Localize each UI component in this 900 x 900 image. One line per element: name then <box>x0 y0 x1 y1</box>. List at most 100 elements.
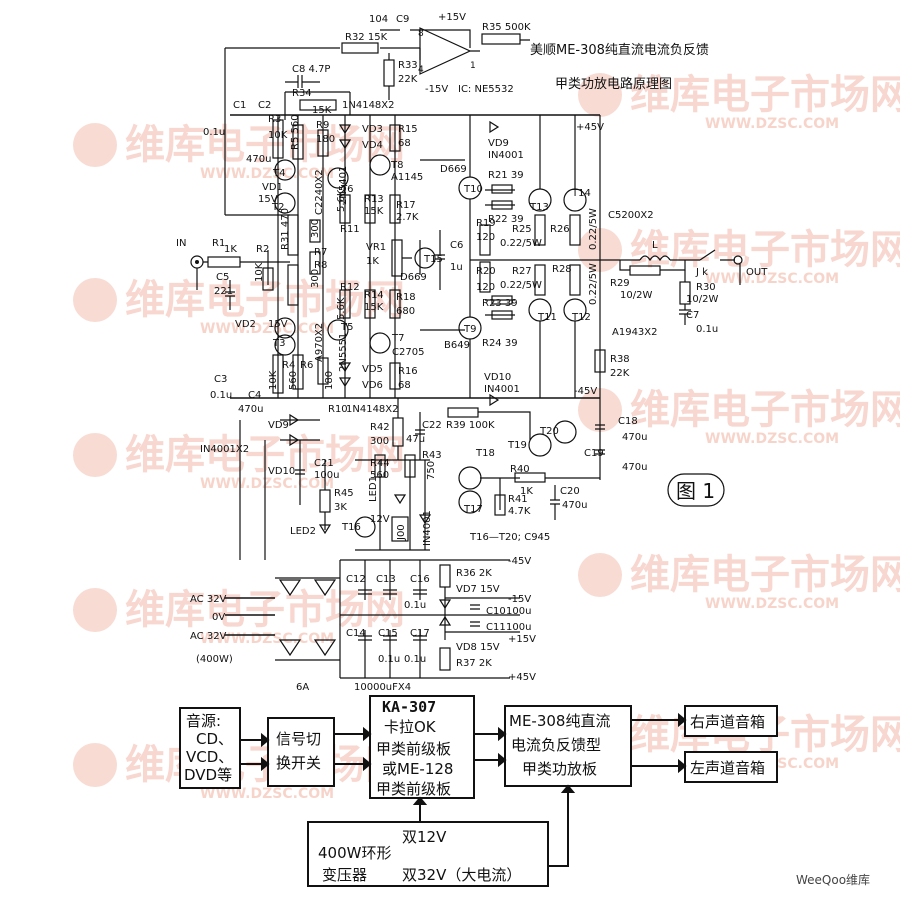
label-led1: LED1 <box>368 476 379 502</box>
label-vd9-psu: VD9 <box>268 420 289 431</box>
watermark-brand: 维库电子市场网 <box>630 72 900 118</box>
label-c2-value: 470u <box>246 154 271 165</box>
label-plus45: +45V <box>576 122 604 133</box>
preamp-line-1: KA-307 <box>382 698 436 716</box>
label-c20: C20 <box>560 486 580 497</box>
label-plus15: +15V <box>438 12 466 23</box>
watermark-brand: 维库电子市场网 <box>630 387 900 433</box>
poweramp-line-2: 电流负反馈型 <box>511 736 601 754</box>
source-line-4: DVD等 <box>184 766 232 784</box>
label-c5: C5 <box>216 272 229 283</box>
label-vd10: VD10 <box>484 372 511 383</box>
label-r18-value: 680 <box>396 306 415 317</box>
label-r41: R41 <box>508 494 528 505</box>
label-ic: IC: NE5532 <box>458 84 514 95</box>
poweramp-line-3: 甲类功放板 <box>522 760 597 778</box>
label-vd10-psu: VD10 <box>268 466 295 477</box>
label-r7-value: 300 <box>310 219 321 238</box>
watermark-logo-2: 维库电子市场网 WWW.DZSC.COM <box>578 72 900 132</box>
label-c11-value: 100u <box>506 622 531 633</box>
label-c16-value: 0.1u <box>404 600 426 611</box>
label-c10: C10 <box>486 606 506 617</box>
label-c3: C3 <box>214 374 227 385</box>
watermark-url: WWW.DZSC.COM <box>200 166 334 182</box>
label-r25-value: 0.22/5W <box>500 238 542 249</box>
label-r17: R17 <box>396 200 416 211</box>
label-r25: R25 <box>512 224 532 235</box>
label-plus15-psu: +15V <box>508 634 536 645</box>
label-r36: R36 2K <box>456 568 492 579</box>
label-t5: T5 <box>340 322 353 333</box>
label-r19-value: 120 <box>476 232 495 243</box>
block-diagram: 音源: CD、 VCD、 DVD等 信号切 换开关 KA-307 卡拉OK 甲类… <box>179 695 778 887</box>
label-r27: R27 <box>512 266 532 277</box>
label-c3-value: 0.1u <box>210 390 232 401</box>
label-vd5: VD5 <box>362 364 383 375</box>
label-t16: T16 <box>341 522 361 533</box>
label-r5: R5 560 <box>290 114 301 150</box>
label-out: OUT <box>746 267 768 278</box>
label-t9-value: B649 <box>444 340 470 351</box>
label-12v: 12V <box>370 514 390 525</box>
label-in4001-bottom: IN4001 <box>484 384 520 395</box>
label-in4001x2: IN4001X2 <box>200 444 249 455</box>
label-r8-value: 300 <box>310 269 321 288</box>
figure-label-frame <box>667 473 725 507</box>
watermark-brand: 维库电子市场网 <box>125 277 405 323</box>
label-r20: R20 <box>476 266 496 277</box>
label-c15-value: 0.1u <box>378 654 400 665</box>
label-r19: R19 <box>476 218 496 229</box>
switch-line-2: 换开关 <box>276 754 321 772</box>
label-in4001-top: IN4001 <box>488 150 524 161</box>
label-c14: C14 <box>346 628 366 639</box>
label-vd7: VD7 15V <box>456 584 500 595</box>
label-r22: R22 39 <box>488 214 524 225</box>
label-r26: R26 <box>550 224 570 235</box>
label-r11: R11 <box>340 224 360 235</box>
label-c5-value: 221 <box>214 286 233 297</box>
label-1n4148-bottom: 1N4148X2 <box>346 404 399 415</box>
watermark-brand: 维库电子市场网 <box>125 587 405 633</box>
transformer-line-4: 双32V（大电流） <box>402 866 521 884</box>
label-r40: R40 <box>510 464 530 475</box>
watermark-brand: 维库电子市场网 <box>125 122 405 168</box>
label-c18-value: 470u <box>622 432 647 443</box>
label-a1943: A1943X2 <box>612 327 658 338</box>
label-r38-value: 22K <box>610 368 630 379</box>
label-minus15: -15V <box>425 84 448 95</box>
label-c2240: C2240X2 <box>314 169 325 215</box>
watermark-logo-6: 维库电子市场网 WWW.DZSC.COM <box>578 387 900 447</box>
label-t20: T20 <box>539 426 559 437</box>
label-c1: C1 <box>233 100 246 111</box>
label-r3: R3 <box>268 114 281 125</box>
label-r13-value: 15K <box>364 206 384 217</box>
label-pin4: 4 <box>418 65 424 75</box>
label-c11: C11 <box>486 622 506 633</box>
label-c19-value: 470u <box>622 462 647 473</box>
label-r42-value: 300 <box>370 436 389 447</box>
label-r1: R1 <box>212 238 225 249</box>
label-r14-value: 15K <box>364 302 384 313</box>
label-r26-value: 0.22/5W <box>588 208 599 250</box>
label-c5200: C5200X2 <box>608 210 654 221</box>
label-c17-value: 0.1u <box>404 654 426 665</box>
label-0v: 0V <box>212 612 225 623</box>
preamp-line-5: 甲类前级板 <box>376 780 451 798</box>
label-transistor-group: T16—T20; C945 <box>469 532 550 543</box>
label-led2: LED2 <box>290 526 316 537</box>
label-r14: R14 <box>364 290 384 301</box>
label-r23: R23 39 <box>482 298 518 309</box>
poweramp-line-1: ME-308纯直流 <box>509 712 610 730</box>
label-t8: T8 <box>390 160 403 171</box>
label-r28-value: 0.22/5W <box>588 263 599 305</box>
left-speaker-label: 左声道音箱 <box>690 759 765 777</box>
label-cap-bank: 10000uFX4 <box>354 682 411 693</box>
label-r9: R9 <box>316 120 329 131</box>
label-6a: 6A <box>296 682 309 693</box>
label-c16: C16 <box>410 574 430 585</box>
label-t15: T15 <box>423 254 443 265</box>
transformer-line-3: 变压器 <box>322 866 367 884</box>
left-speaker-box <box>684 751 778 783</box>
label-vr1: VR1 <box>366 242 386 253</box>
watermark-url: WWW.DZSC.COM <box>705 116 839 132</box>
